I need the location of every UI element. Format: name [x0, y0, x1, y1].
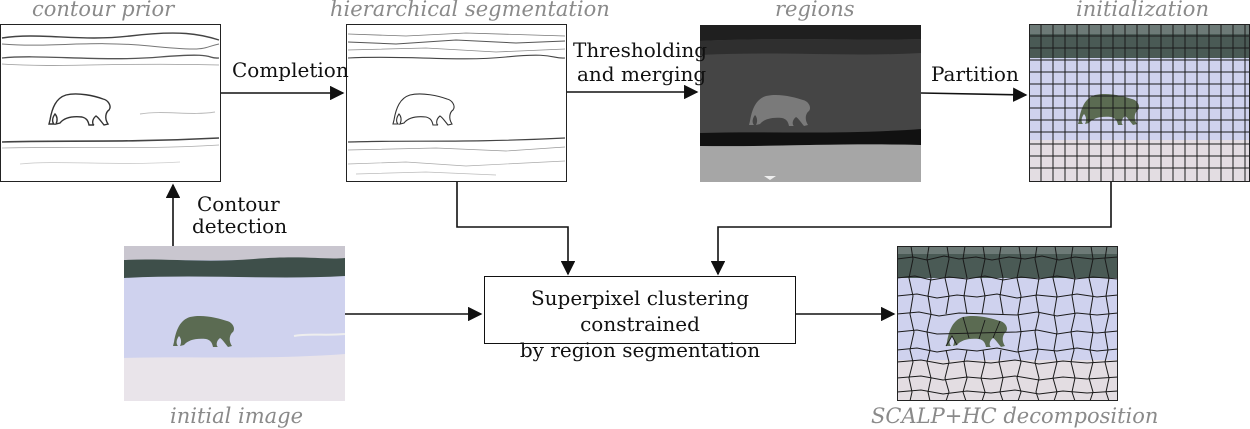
contour-detection-label-line1: Contour	[197, 192, 280, 216]
arrow-partition	[920, 87, 1028, 102]
box-text-line1: Superpixel clustering constrained	[530, 286, 750, 336]
contour-prior-caption: contour prior	[32, 0, 175, 21]
thresholding-label-line2: and merging	[577, 62, 707, 86]
contour-detection-label-line2: detection	[192, 214, 288, 238]
regions-image	[700, 25, 921, 182]
initialization-caption: initialization	[1076, 0, 1209, 21]
superpixel-clustering-box: Superpixel clustering constrained by reg…	[484, 276, 796, 362]
arrow-init-to-box	[710, 182, 1112, 276]
partition-label: Partition	[931, 62, 1019, 86]
initial-image	[124, 246, 345, 401]
decomposition-image	[897, 246, 1118, 401]
arrow-hierarchy-to-box	[456, 182, 576, 276]
thresholding-label-line1: Thresholding	[573, 38, 708, 62]
box-text-line2: by region segmentation	[519, 338, 761, 362]
regions-caption: regions	[775, 0, 855, 21]
hierarchical-segmentation-caption: hierarchical segmentation	[330, 0, 610, 21]
initialization-image	[1029, 24, 1250, 182]
hierarchical-segmentation-image	[346, 24, 567, 182]
decomposition-caption: SCALP+HC decomposition	[871, 404, 1159, 428]
initial-image-caption: initial image	[170, 404, 304, 428]
contour-prior-image	[0, 24, 221, 182]
completion-label: Completion	[232, 58, 349, 82]
